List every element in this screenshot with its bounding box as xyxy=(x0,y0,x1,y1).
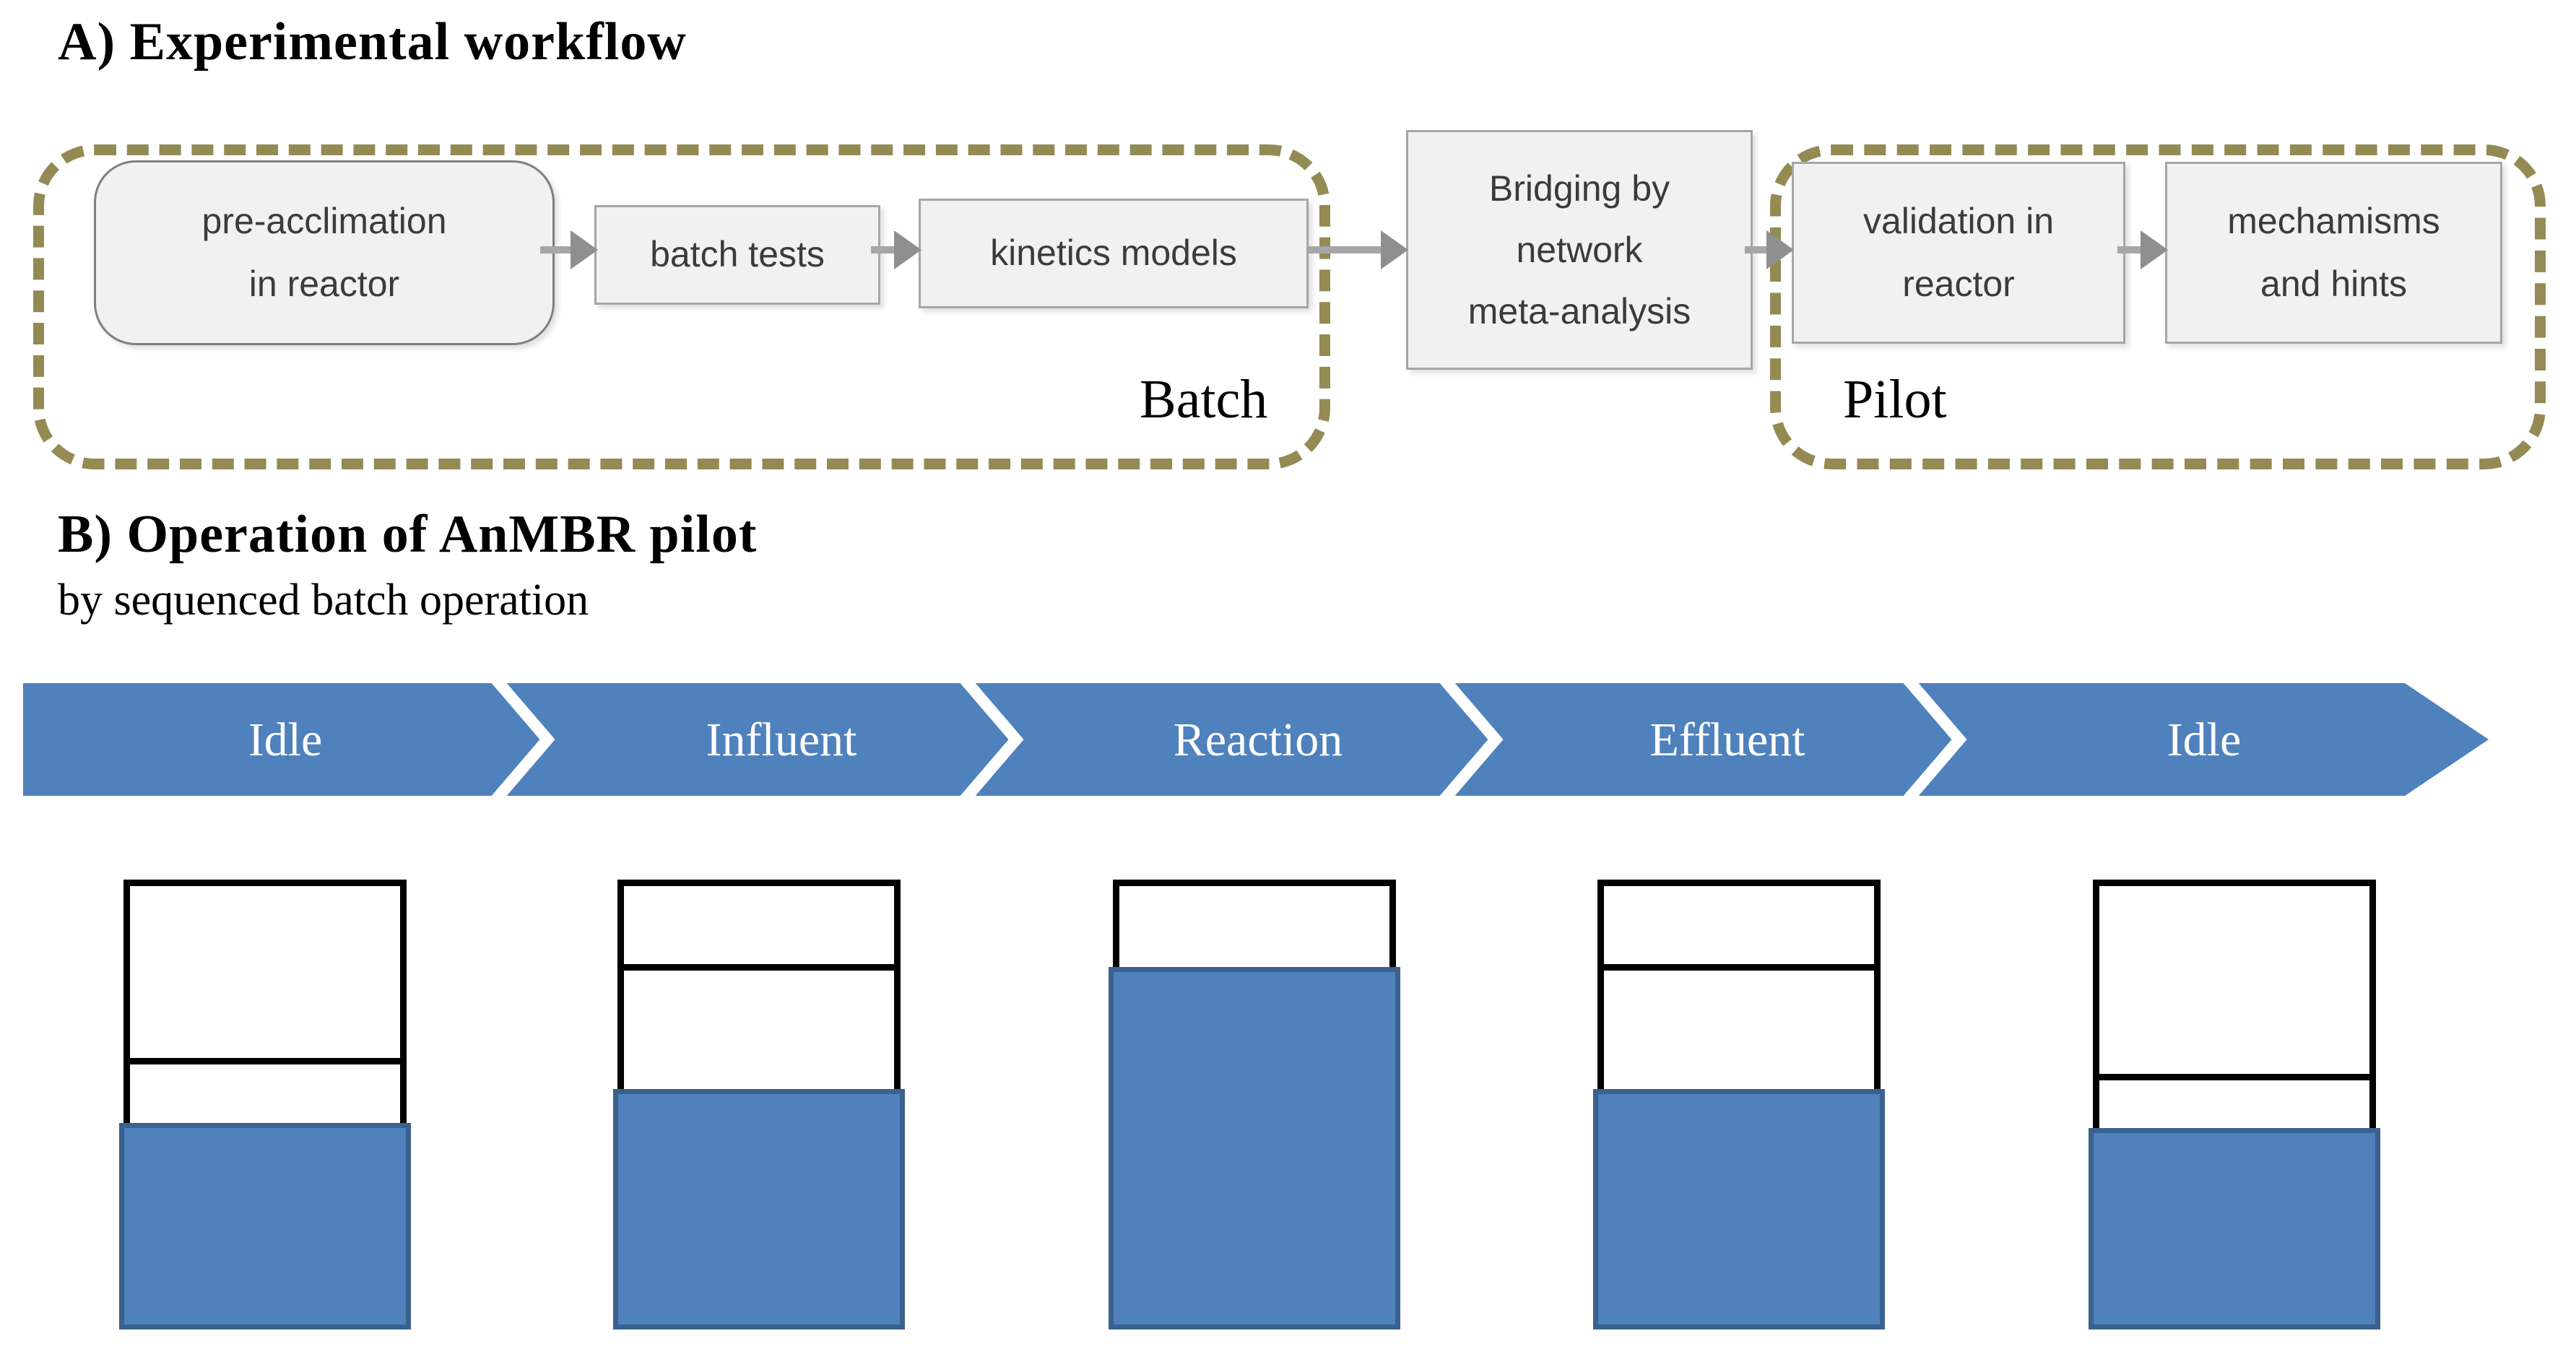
tank-liquid xyxy=(1593,1089,1885,1330)
box-text-line: network xyxy=(1516,229,1643,270)
tank-effluent xyxy=(1593,880,1885,1330)
tank-liquid xyxy=(613,1089,905,1330)
box-text-line: reactor xyxy=(1902,264,2015,304)
tank-idle-1 xyxy=(119,880,411,1330)
arrow-head xyxy=(1766,230,1794,269)
workflow-box-batch-tests: batch tests xyxy=(594,205,880,305)
panel-b-title: B) Operation of AnMBR pilot xyxy=(58,505,758,564)
tank-liquid xyxy=(119,1122,411,1330)
chevron-separator-icon xyxy=(1439,683,1504,796)
chevron-separator-icon xyxy=(1903,683,1967,796)
box-text-line: Bridging by xyxy=(1488,168,1670,209)
pilot-group-label: Pilot xyxy=(1843,369,1947,430)
panel-a-title: A) Experimental workflow xyxy=(58,12,687,71)
tank-divider-line xyxy=(2093,1073,2376,1080)
arrow-right-icon xyxy=(2117,230,2168,269)
workflow-box-validation: validation in reactor xyxy=(1792,162,2125,344)
tank-divider-line xyxy=(1597,964,1881,971)
workflow-box-bridging: Bridging by network meta-analysis xyxy=(1406,130,1753,370)
chevron-separator-icon xyxy=(960,683,1024,796)
stage-label: Idle xyxy=(248,713,323,766)
box-text-line: meta-analysis xyxy=(1467,290,1691,331)
arrow-head xyxy=(571,230,598,269)
pilot-group-frame xyxy=(1770,144,2546,469)
stage-banner: Idle Influent Reaction Effluent Idle xyxy=(23,683,2489,796)
workflow-box-mechanisms: mechamisms and hints xyxy=(2165,162,2502,344)
banner-arrow-shape xyxy=(23,683,2489,796)
workflow-box-kinetics-models: kinetics models xyxy=(919,199,1309,308)
arrow-head xyxy=(1381,230,1408,269)
box-text-line: batch tests xyxy=(650,234,825,275)
stage-label: Idle xyxy=(2167,713,2242,766)
arrow-right-icon xyxy=(871,230,921,269)
batch-group-label: Batch xyxy=(1140,369,1268,430)
batch-group-frame xyxy=(33,144,1330,469)
tank-divider-line xyxy=(617,964,901,971)
panel-b-subtitle: by sequenced batch operation xyxy=(58,576,589,625)
arrow-head xyxy=(2141,230,2168,269)
tank-influent xyxy=(613,880,905,1330)
arrow-right-icon xyxy=(1745,230,1794,269)
box-text-line: validation in xyxy=(1862,200,2055,241)
stage-label: Reaction xyxy=(1174,713,1343,766)
tank-divider-line xyxy=(123,1058,407,1065)
chevron-separator-icon xyxy=(491,683,555,796)
box-text-line: kinetics models xyxy=(990,233,1237,274)
box-text-line: and hints xyxy=(2260,264,2407,304)
stage-label: Effluent xyxy=(1649,713,1805,766)
tank-reaction xyxy=(1109,880,1400,1330)
workflow-box-pre-acclimation: pre-acclimation in reactor xyxy=(94,160,555,345)
arrow-right-icon xyxy=(540,230,598,269)
tank-liquid xyxy=(1109,966,1400,1330)
stage-label: Influent xyxy=(706,713,857,766)
arrow-head xyxy=(894,230,921,269)
arrow-right-icon xyxy=(1309,230,1408,269)
box-text-line: in reactor xyxy=(248,264,400,304)
box-text-line: mechamisms xyxy=(2227,200,2440,241)
tank-idle-2 xyxy=(2089,880,2380,1330)
box-text-line: pre-acclimation xyxy=(201,200,447,241)
tank-liquid xyxy=(2089,1127,2380,1330)
